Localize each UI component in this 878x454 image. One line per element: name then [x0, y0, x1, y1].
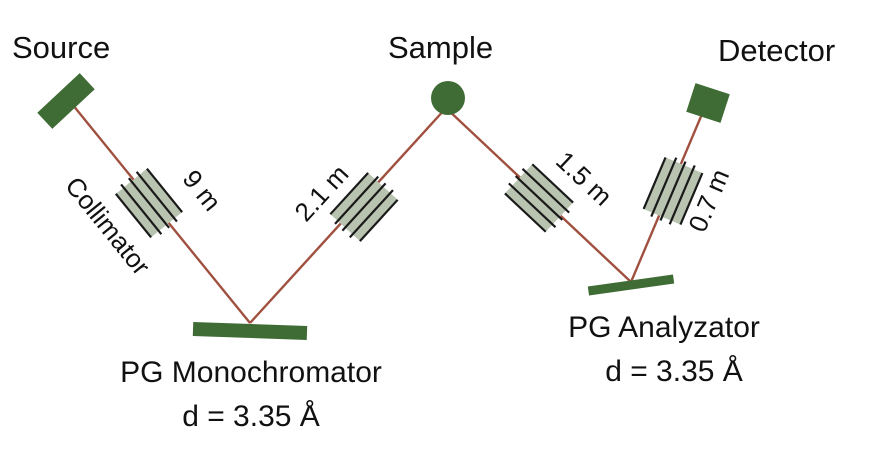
- collimator-2: [329, 172, 399, 242]
- detector-label: Detector: [718, 33, 835, 68]
- collimator-3: [504, 163, 574, 233]
- collimator-4: [642, 156, 704, 226]
- analyzator-label: PG Analyzator: [568, 311, 760, 344]
- monochromator-label: PG Monochromator: [120, 356, 382, 389]
- sample-circle: [431, 81, 465, 115]
- collimator-1: [114, 167, 184, 239]
- analyzator-d-spacing: d = 3.35 Å: [605, 355, 743, 388]
- monochromator-d-spacing: d = 3.35 Å: [182, 400, 320, 433]
- analyzer-crystal: [587, 274, 675, 296]
- distance-label-source-mono: 9 m: [177, 164, 228, 217]
- sample-label: Sample: [388, 30, 493, 65]
- monochromator-crystal: [192, 322, 308, 340]
- source-block: [37, 73, 95, 129]
- detector-block: [686, 83, 730, 123]
- source-label: Source: [12, 30, 110, 65]
